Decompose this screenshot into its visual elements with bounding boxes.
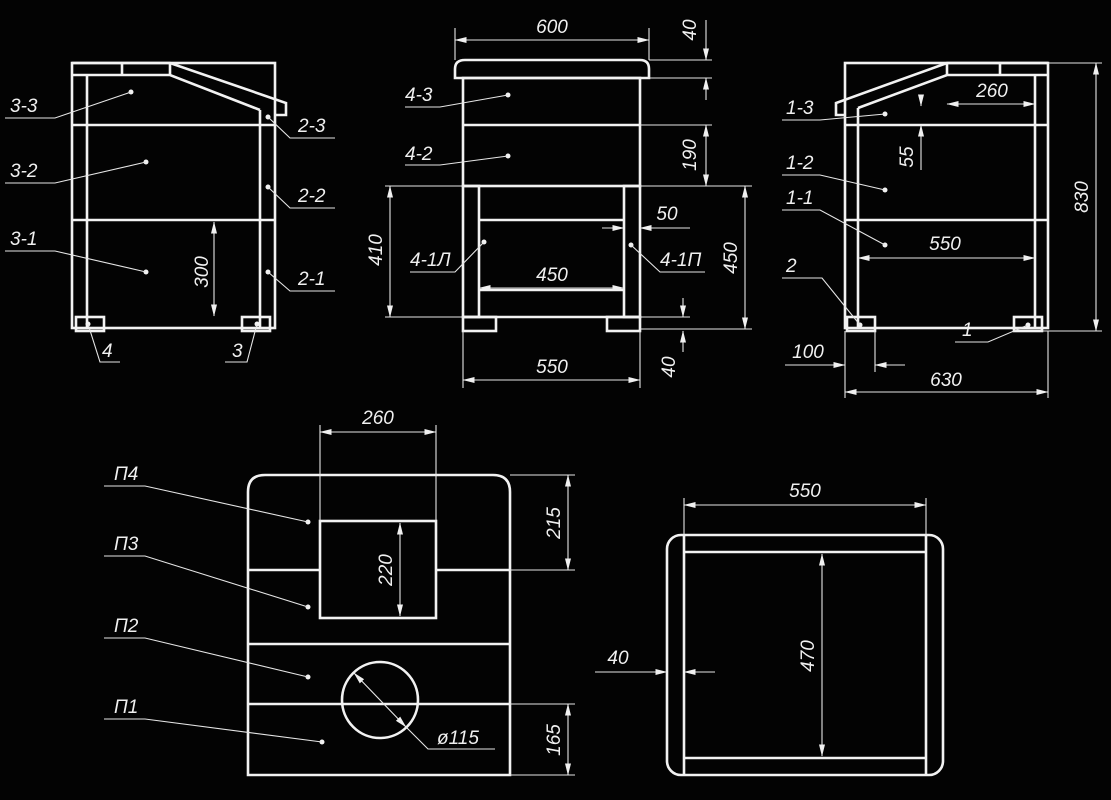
top-view: 550 40 470 [595, 481, 945, 777]
label-4-3: 4-3 [405, 85, 433, 106]
left-side-roof [72, 61, 288, 117]
front-lid [453, 58, 651, 80]
label-leg-1: 1 [962, 320, 973, 341]
dim-260-panel: 260 [361, 408, 394, 429]
leg-1 [1012, 315, 1044, 333]
left-side-view: 3-3 3-2 3-1 2-3 2-2 2-1 4 3 300 [5, 61, 335, 363]
dim-600: 600 [536, 17, 568, 38]
dim-550-front: 550 [536, 357, 568, 378]
label-3-1: 3-1 [10, 229, 37, 250]
label-2-2: 2-2 [297, 186, 326, 207]
dim-40-bottom: 40 [659, 356, 680, 378]
label-4-1P: 4-1П [660, 250, 701, 271]
vent-opening [318, 519, 438, 620]
label-leg-4: 4 [102, 341, 113, 362]
dim-550-right: 550 [929, 234, 961, 255]
dim-165: 165 [544, 724, 565, 756]
right-side-roof [834, 61, 1048, 117]
dim-260-right: 260 [975, 81, 1008, 102]
right-side-view: 1-3 1-2 1-1 2 1 260 55 830 550 100 630 [782, 61, 1102, 398]
dim-450-horizontal: 450 [536, 265, 568, 286]
dim-55: 55 [897, 146, 918, 168]
dim-450-vertical: 450 [721, 242, 742, 274]
label-P4: П4 [114, 464, 138, 485]
dim-300: 300 [192, 256, 213, 288]
front-view: 4-3 4-2 4-1Л 4-1П 600 40 190 410 50 450 [366, 17, 752, 388]
dim-40-top: 40 [680, 19, 701, 41]
back-panel-view: П4 П3 П2 П1 260 220 215 ø115 165 [104, 408, 575, 777]
label-4-2: 4-2 [405, 144, 433, 165]
dim-diameter-115: ø115 [437, 728, 479, 749]
front-upper-box [461, 76, 642, 188]
entrance-hole [340, 660, 420, 740]
dim-215: 215 [544, 507, 565, 540]
label-1-1: 1-1 [786, 188, 813, 209]
dim-40-top-view: 40 [607, 648, 629, 669]
dim-220: 220 [376, 554, 397, 587]
dim-830: 830 [1072, 181, 1093, 213]
label-1-3: 1-3 [786, 98, 814, 119]
label-3-3: 3-3 [10, 96, 38, 117]
label-2-3: 2-3 [297, 116, 326, 137]
label-P1: П1 [114, 697, 138, 718]
label-P3: П3 [114, 534, 139, 555]
dim-190: 190 [680, 139, 701, 171]
dim-100: 100 [792, 342, 824, 363]
dim-470: 470 [798, 640, 819, 672]
back-panel-outline [246, 473, 512, 777]
leg-2 [845, 315, 877, 333]
dim-410: 410 [366, 234, 387, 266]
label-leg-3: 3 [232, 341, 243, 362]
dim-50: 50 [656, 204, 678, 225]
label-4-1L: 4-1Л [410, 250, 451, 271]
label-2-1: 2-1 [297, 269, 325, 290]
leg-3 [240, 315, 272, 333]
label-P2: П2 [114, 616, 139, 637]
dim-550-top: 550 [789, 481, 821, 502]
dim-630: 630 [930, 370, 962, 391]
label-1-2: 1-2 [786, 153, 814, 174]
top-view-outline [665, 533, 945, 777]
label-leg-2: 2 [785, 256, 797, 277]
label-3-2: 3-2 [10, 161, 38, 182]
